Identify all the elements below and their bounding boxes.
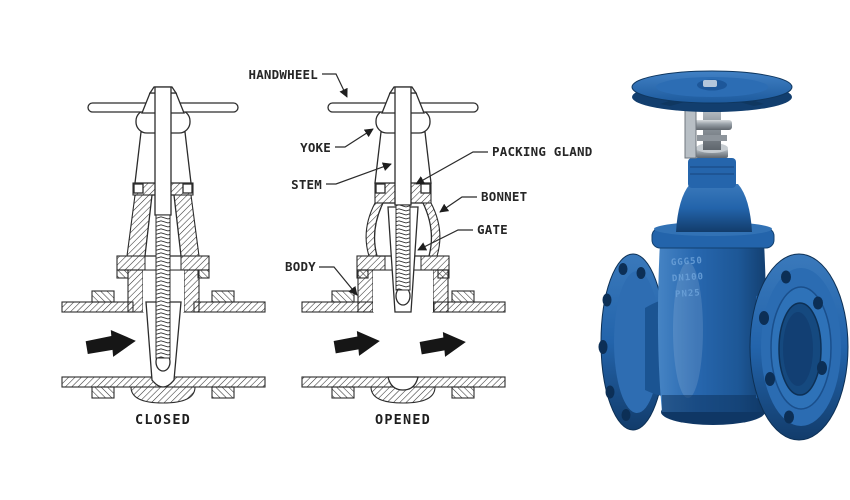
- flange-bump: [331, 386, 355, 399]
- seat-recess: [387, 376, 419, 391]
- bolt-hole: [621, 409, 631, 421]
- leader-packing-gland: [415, 151, 488, 185]
- label-bonnet: BONNET: [481, 189, 527, 204]
- cast-marking-dn: DN100: [672, 272, 705, 284]
- flow-arrow-icon: [419, 331, 466, 357]
- opened-valve-cross-section: OPENED: [301, 86, 506, 428]
- label-handwheel: HANDWHEEL: [248, 67, 318, 82]
- leader-yoke: [335, 128, 374, 148]
- threaded-stem: [155, 214, 171, 359]
- caption-opened: OPENED: [375, 412, 431, 428]
- photo-bonnet: [676, 184, 752, 232]
- stem-rod: [154, 86, 172, 216]
- bolt-hole: [784, 410, 794, 424]
- flange-tab: [356, 269, 369, 279]
- flange-bump: [451, 290, 475, 303]
- gland-nut: [133, 183, 144, 194]
- bore-inner: [783, 312, 813, 386]
- photo-bonnet-neck: [688, 158, 736, 188]
- leader-stem: [326, 162, 392, 185]
- label-stem: STEM: [291, 177, 322, 192]
- bolt-hole: [817, 361, 827, 375]
- stem-collar: [692, 120, 732, 130]
- flange-bump: [211, 290, 235, 303]
- flange-bump: [211, 386, 235, 399]
- threaded-stem: [395, 204, 411, 291]
- bolt-hole: [602, 293, 612, 307]
- bolt-hole: [636, 267, 646, 279]
- pipe-wall-top-left: [61, 301, 134, 313]
- bolt-hole: [618, 263, 628, 275]
- leader-body: [319, 266, 358, 296]
- wheel-label-sticker: [703, 80, 717, 87]
- photo-handwheel: [631, 70, 793, 112]
- bolt-hole: [598, 340, 608, 354]
- flange-bump: [451, 386, 475, 399]
- flange-tab: [197, 269, 210, 279]
- leader-gate: [417, 229, 473, 251]
- bolt-hole: [781, 270, 791, 284]
- gland-nut: [420, 183, 431, 194]
- gate-valve-photo: GGG50 DN100 PN25: [598, 70, 849, 441]
- photo-body-barrel: [657, 242, 767, 412]
- pipe-interior: [302, 312, 505, 377]
- seat-pocket: [370, 386, 436, 404]
- leader-handwheel: [322, 73, 348, 98]
- body-highlight: [673, 262, 703, 398]
- gland-nut: [375, 183, 386, 194]
- callout-labels: HANDWHEEL YOKE STEM PACKING GLAND BONNET…: [248, 67, 592, 296]
- bolt-hole: [765, 372, 775, 386]
- flow-arrow-icon: [333, 330, 380, 356]
- photo-cast-markings: GGG50 DN100 PN25: [671, 256, 705, 300]
- bolt-hole: [605, 385, 615, 399]
- label-yoke: YOKE: [300, 140, 331, 155]
- seat-pocket: [130, 386, 196, 404]
- cast-marking-pn: PN25: [675, 288, 701, 300]
- bolt-hole: [813, 296, 823, 310]
- leader-bonnet: [439, 196, 477, 213]
- flange-bump: [91, 386, 115, 399]
- body-neck-wall: [183, 269, 200, 313]
- flange-bump: [91, 290, 115, 303]
- pipe-wall-top-right: [193, 301, 266, 313]
- label-packing-gland: PACKING GLAND: [492, 144, 592, 159]
- stem-rod: [394, 86, 412, 206]
- flange-bump: [331, 290, 355, 303]
- stem-ring: [697, 135, 727, 141]
- cast-marking-material: GGG50: [671, 256, 704, 268]
- label-body: BODY: [285, 259, 316, 274]
- closed-valve-cross-section: CLOSED: [61, 86, 266, 428]
- body-neck-wall: [127, 269, 144, 313]
- flange-tab: [437, 269, 450, 279]
- flow-arrow-icon: [85, 329, 136, 357]
- label-gate: GATE: [477, 222, 508, 237]
- caption-closed: CLOSED: [135, 412, 191, 428]
- gland-nut: [182, 183, 193, 194]
- flange-tab: [116, 269, 129, 279]
- body-shadow: [662, 395, 762, 412]
- bolt-hole: [759, 311, 769, 325]
- photo-right-flange: [749, 253, 849, 441]
